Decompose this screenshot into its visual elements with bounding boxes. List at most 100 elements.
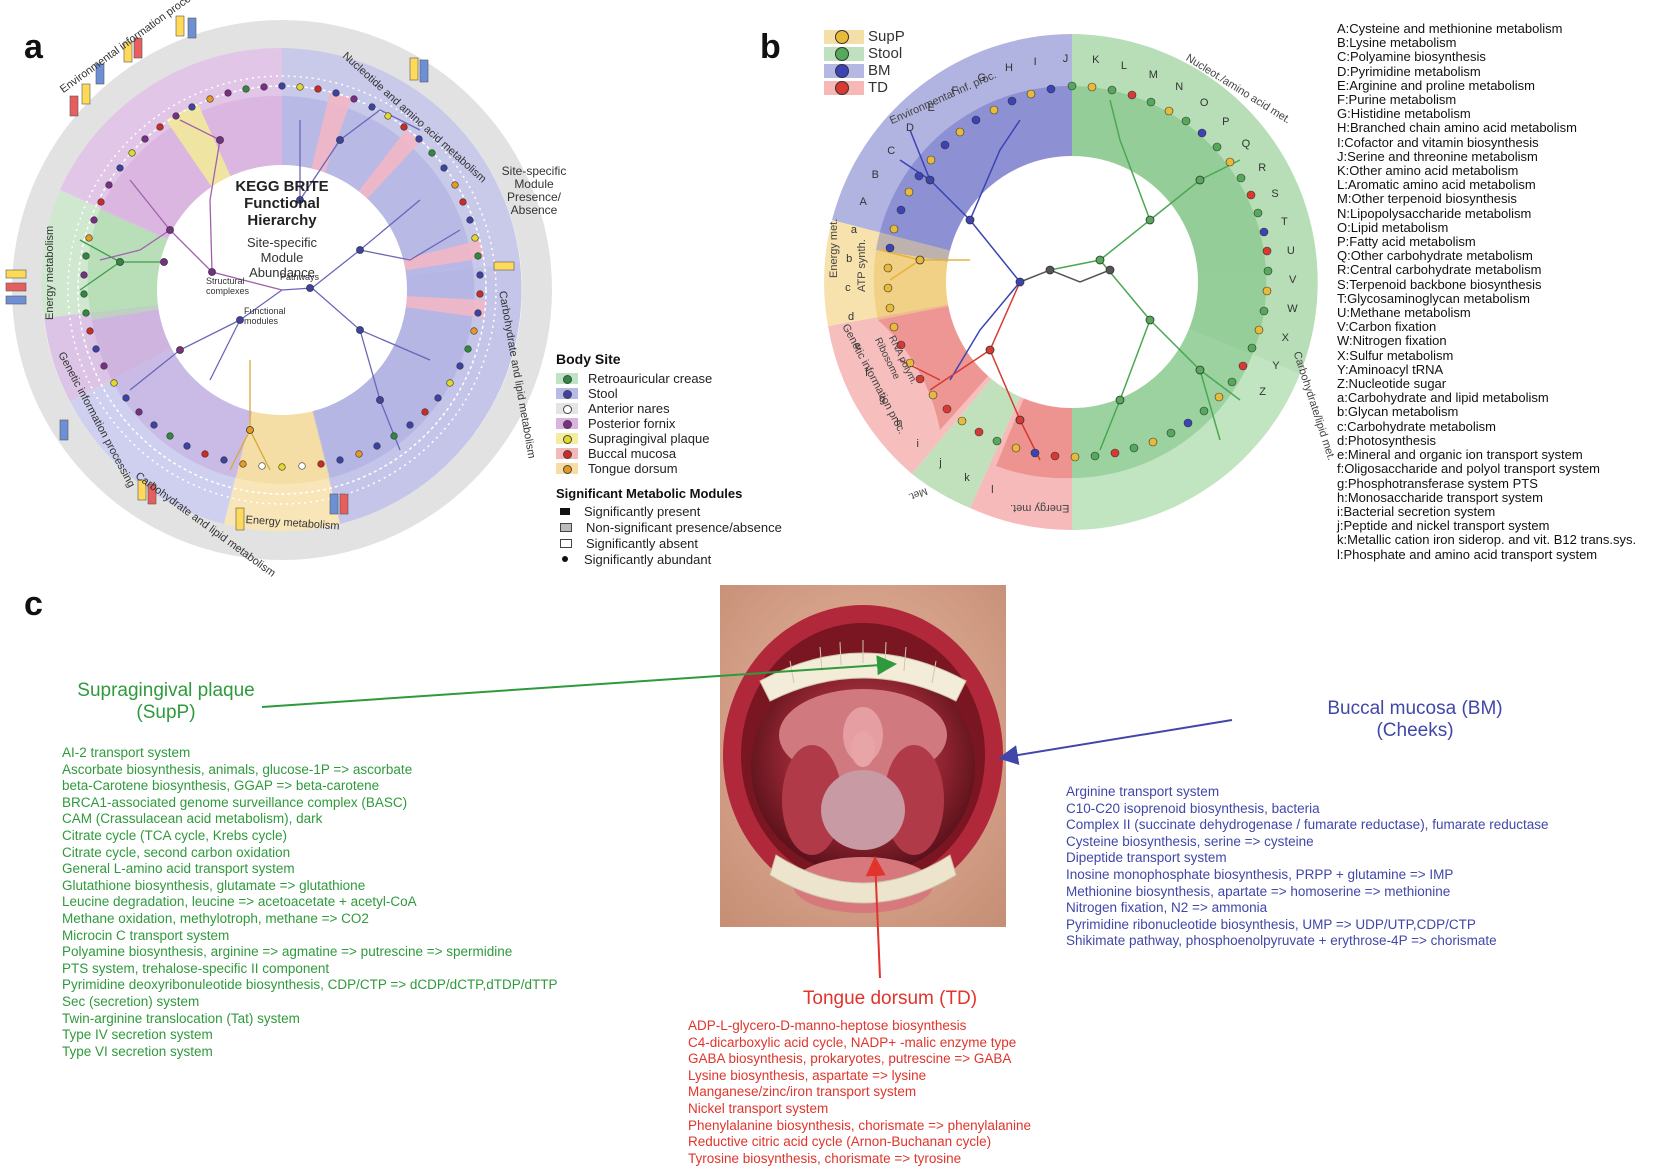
b-outer-letter: f [865,367,869,380]
supp-module-item: PTS system, trehalose-specific II compon… [62,960,330,976]
b-outer-letter: N [1175,81,1184,94]
b-outer-letter: K [1092,54,1100,67]
label-functional-modules: Functional modules [244,306,286,326]
body-site-item: Supragingival plaque [556,431,782,446]
b-legend-dot-icon [835,46,849,61]
b-outer-letter: B [871,169,880,182]
pathway-key-item: R:Central carbohydrate metabolism [1337,262,1542,278]
sig-module-label: Significantly present [584,503,701,519]
b-outer-letter: S [1271,188,1279,201]
bm-module-item: Methionine biosynthesis, apartate => hom… [1066,883,1451,899]
b-outer-letter: F [951,85,959,98]
site-specific-line-3: Presence/ [506,190,562,204]
b-outer-letter: J [1062,53,1069,66]
b-outer-letter: d [848,311,855,324]
b-outer-letter: a [850,224,858,237]
supp-module-item: Citrate cycle, second carbon oxidation [62,844,291,860]
supp-module-item: Sec (secretion) system [62,993,200,1009]
body-site-label: Posterior fornix [588,416,676,431]
supp-module-item: Pyrimidine deoxyribonuleotide biosynthes… [62,977,558,993]
pathway-key-item: B:Lysine metabolism [1337,35,1457,51]
body-site-swatch [556,418,578,429]
pathway-key-item: L:Aromatic amino acid metabolism [1337,177,1536,193]
sig-module-label: Significantly absent [586,535,699,551]
bm-module-item: Arginine transport system [1066,784,1220,799]
arrow-bm [998,719,1233,765]
b-legend-swatch [824,63,864,78]
site-specific-line-2: Module [514,177,554,191]
b-outer-letter: W [1287,303,1298,316]
b-legend-dot-icon [835,63,849,78]
b-outer-letter: T [1281,216,1288,229]
supp-module-item: Methane oxidation, methylotroph, methane… [62,910,369,926]
body-site-dot-icon [563,465,572,474]
pathway-key-item: c:Carbohydrate metabolism [1337,418,1496,434]
body-site-dot-icon [563,390,572,399]
body-site-dot-icon [563,420,572,429]
body-site-label: Stool [588,386,618,401]
b-legend-dot-icon [835,80,849,95]
supp-heading-line-2: (SupP) [136,702,196,723]
b-outer-letter: L [1120,59,1128,72]
b-outer-letter: h [896,416,903,429]
b-outer-letter: G [977,71,987,84]
b-legend-item: TD [824,79,905,96]
panel-a-letter: a [24,28,43,66]
pathway-key-item: a:Carbohydrate and lipid metabolism [1337,390,1549,406]
td-module-item: Phenylalanine biosynthesis, chorismate =… [688,1117,1031,1133]
panel-b-circular-tree [824,34,1318,530]
pathway-key-item: T:Glycosaminoglycan metabolism [1337,290,1530,306]
pathway-key-item: M:Other terpenoid biosynthesis [1337,191,1517,207]
td-module-item: ADP-L-glycero-D-manno-heptose biosynthes… [688,1018,967,1033]
supp-module-item: BRCA1-associated genome surveillance com… [62,794,408,810]
b-legend-label: TD [868,79,888,96]
kegg-center-title: KEGG BRITE Functional Hierarchy Site-spe… [207,178,357,280]
site-specific-presence-label: Site-specific Module Presence/ Absence [494,165,574,217]
td-module-item: Reductive citric acid cycle (Arnon-Bucha… [688,1134,992,1150]
panel-a-circular-tree [5,15,552,560]
body-site-item: Buccal mucosa [556,446,782,461]
supp-module-item: Leucine degradation, leucine => acetoace… [62,894,417,910]
td-heading: Tongue dorsum (TD) [770,988,1010,1010]
bm-module-item: Shikimate pathway, phosphoenolpyruvate +… [1066,933,1497,949]
arrow-td [865,856,886,979]
bm-heading-line-2: (Cheeks) [1376,720,1454,741]
pathway-key-item: Z:Nucleotide sugar [1337,376,1447,392]
body-site-item: Anterior nares [556,401,782,416]
pathway-key-item: F:Purine metabolism [1337,92,1457,108]
bm-module-item: Complex II (succinate dehydrogenase / fu… [1066,817,1549,833]
pathway-key-item: K:Other amino acid metabolism [1337,163,1519,179]
kegg-sub-line-1: Site-specific [246,235,318,250]
pathway-key-item: E:Arginine and proline metabolism [1337,77,1535,93]
open-rect-icon [560,538,572,548]
kegg-sub-line-3: Abundance [249,265,315,280]
b-outer-letter: O [1199,97,1209,110]
pathway-key-item: P:Fatty acid metabolism [1337,234,1476,250]
pathway-key-item: U:Methane metabolism [1337,305,1471,321]
supp-module-item: Microcin C transport system [62,927,230,943]
pathway-key-item: D:Pyrimidine metabolism [1337,63,1481,79]
bm-module-item: Inosine monophosphate biosynthesis, PRPP… [1066,866,1454,882]
bm-module-item: C10-C20 isoprenoid biosynthesis, bacteri… [1066,800,1320,816]
kegg-sub-line-2: Module [260,250,304,265]
body-site-label: Supragingival plaque [588,431,710,446]
panel-b-letter: b [760,28,781,66]
pathway-key-item: O:Lipid metabolism [1337,219,1449,235]
supp-module-item: Type VI secretion system [62,1043,213,1059]
label-structural-complexes: Structural complexes [206,276,250,296]
b-outer-letter: k [964,471,970,484]
b-outer-letter: E [927,102,935,115]
b-outer-letter: Q [1241,137,1251,150]
b-outer-letter: H [1005,61,1013,74]
body-site-dot-icon [563,375,572,384]
gray-rect-icon [560,522,572,532]
body-site-label: Tongue dorsum [588,461,678,476]
body-site-dot-icon [563,450,572,459]
pathway-key-item: C:Polyamine biosynthesis [1337,49,1486,65]
pathway-key-item: X:Sulfur metabolism [1337,347,1454,363]
b-outer-letter: C [887,144,896,157]
bm-module-item: Nitrogen fixation, N2 => ammonia [1066,900,1268,916]
pathway-key-item: k:Metallic cation iron siderop. and vit.… [1337,532,1637,548]
